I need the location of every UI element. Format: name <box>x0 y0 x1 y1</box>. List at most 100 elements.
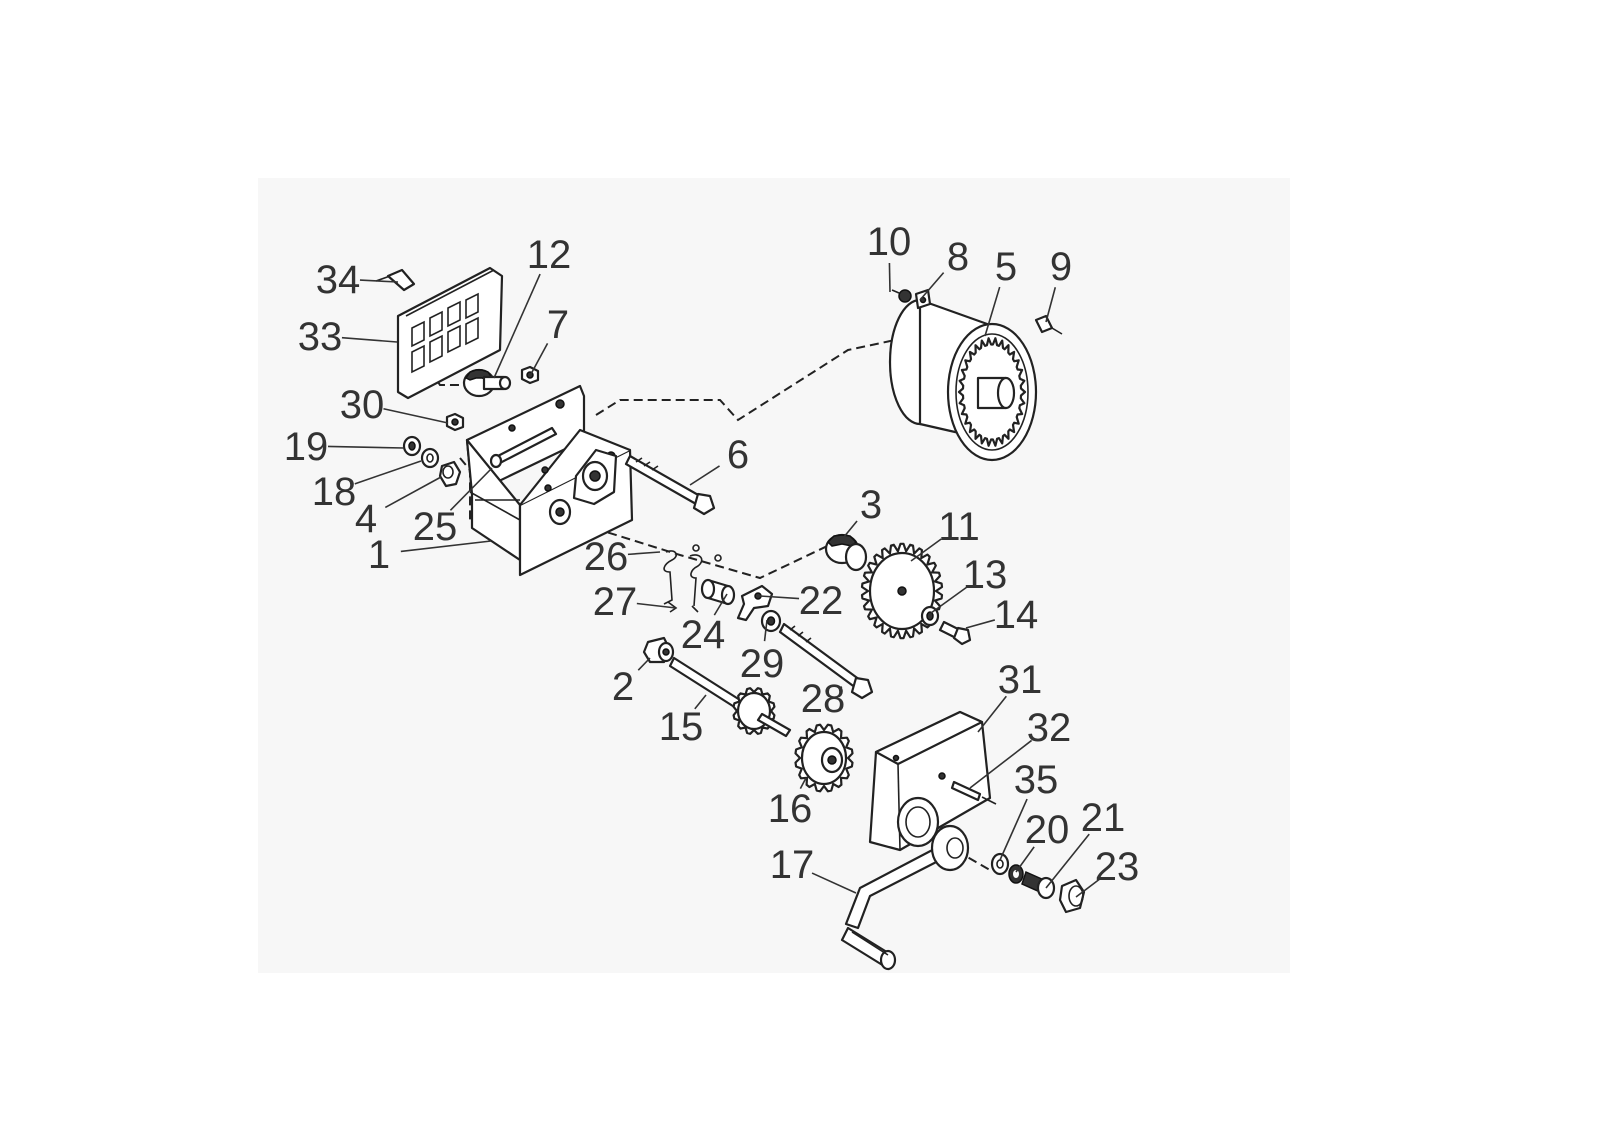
nut-10 <box>891 289 912 303</box>
leader-33 <box>341 336 398 343</box>
bolt-28 <box>778 622 874 700</box>
leader-25 <box>449 467 493 511</box>
leader-16 <box>799 777 807 789</box>
leader-26 <box>627 551 661 556</box>
leader-24 <box>713 593 728 616</box>
callout-33: 33 <box>298 315 343 359</box>
callout-1: 1 <box>368 533 390 577</box>
callout-30: 30 <box>340 383 385 427</box>
callout-10: 10 <box>867 220 912 264</box>
leader-5 <box>984 286 1001 337</box>
leader-10 <box>888 262 891 293</box>
callout-29: 29 <box>740 642 785 686</box>
leader-22 <box>759 595 800 600</box>
callout-6: 6 <box>727 433 749 477</box>
bushing-2 <box>642 636 675 664</box>
washer-18 <box>420 447 440 469</box>
gear-cover-31 <box>868 710 992 852</box>
callout-34: 34 <box>316 258 361 302</box>
callout-18: 18 <box>312 470 357 514</box>
leader-1 <box>400 540 492 553</box>
callout-35: 35 <box>1014 758 1059 802</box>
crank-handle-17 <box>840 824 970 971</box>
nut-7 <box>520 365 540 385</box>
callout-8: 8 <box>947 235 969 279</box>
leader-27 <box>636 602 677 609</box>
callout-17: 17 <box>770 843 815 887</box>
leader-34 <box>359 279 399 283</box>
leader-21 <box>1045 833 1090 889</box>
callout-32: 32 <box>1027 706 1072 750</box>
clip-8 <box>914 288 932 310</box>
bolt-6 <box>624 454 716 516</box>
callout-25: 25 <box>413 505 458 549</box>
washer-13 <box>920 605 940 627</box>
callout-28: 28 <box>801 677 846 721</box>
pin-9 <box>1034 314 1063 335</box>
callout-13: 13 <box>963 553 1008 597</box>
leader-8 <box>919 272 945 301</box>
leader-15 <box>694 694 707 710</box>
callout-26: 26 <box>584 535 629 579</box>
washer-29 <box>760 609 782 633</box>
leader-18 <box>354 460 422 485</box>
shaft-15 <box>668 656 792 738</box>
cover-plate-33 <box>396 266 504 400</box>
drum-5 <box>888 298 1038 462</box>
callout-22: 22 <box>799 579 844 623</box>
leader-13 <box>930 586 968 614</box>
spring-26 <box>663 544 722 607</box>
callout-5: 5 <box>995 245 1017 289</box>
leader-30 <box>383 407 449 424</box>
leader-32 <box>969 739 1033 789</box>
pawl-22 <box>736 584 774 622</box>
leader-35 <box>999 798 1028 861</box>
leader-29 <box>763 619 768 642</box>
pinion-gear-12 <box>462 368 512 398</box>
callout-23: 23 <box>1095 845 1140 889</box>
callout-15: 15 <box>659 705 704 749</box>
washer-35 <box>990 852 1010 876</box>
spring-washer-20 <box>1008 864 1024 884</box>
callout-24: 24 <box>681 613 726 657</box>
callout-9: 9 <box>1050 245 1072 289</box>
callout-12: 12 <box>527 233 572 277</box>
callout-27: 27 <box>593 580 638 624</box>
gear-16 <box>794 723 854 793</box>
pinion-3 <box>824 533 868 572</box>
leader-31 <box>977 695 1007 733</box>
washer-19 <box>402 435 422 457</box>
callout-2: 2 <box>612 665 634 709</box>
leader-12 <box>493 273 541 379</box>
leader-19 <box>327 445 405 449</box>
callout-16: 16 <box>768 787 813 831</box>
leader-3 <box>838 520 858 544</box>
leader-lines <box>327 262 1100 898</box>
callout-31: 31 <box>998 658 1043 702</box>
callout-14: 14 <box>994 593 1039 637</box>
cap-23 <box>1058 878 1086 914</box>
callout-3: 3 <box>860 483 882 527</box>
leader-28 <box>839 686 843 689</box>
leader-4 <box>384 476 442 509</box>
callout-7: 7 <box>547 303 569 347</box>
frame-1 <box>465 384 634 577</box>
leader-17 <box>811 872 857 894</box>
spacer-24 <box>700 578 736 606</box>
callout-19: 19 <box>284 425 329 469</box>
callout-20: 20 <box>1025 808 1070 852</box>
callout-11: 11 <box>938 505 980 549</box>
leader-20 <box>1015 846 1035 873</box>
bolt-14 <box>938 620 972 646</box>
leader-14 <box>965 619 996 629</box>
bushing-4 <box>438 460 462 488</box>
callout-21: 21 <box>1081 796 1126 840</box>
callout-4: 4 <box>355 497 377 541</box>
leader-11 <box>910 538 942 562</box>
leader-2 <box>637 657 651 671</box>
leader-6 <box>689 465 720 486</box>
spur-gear-11 <box>860 542 944 640</box>
